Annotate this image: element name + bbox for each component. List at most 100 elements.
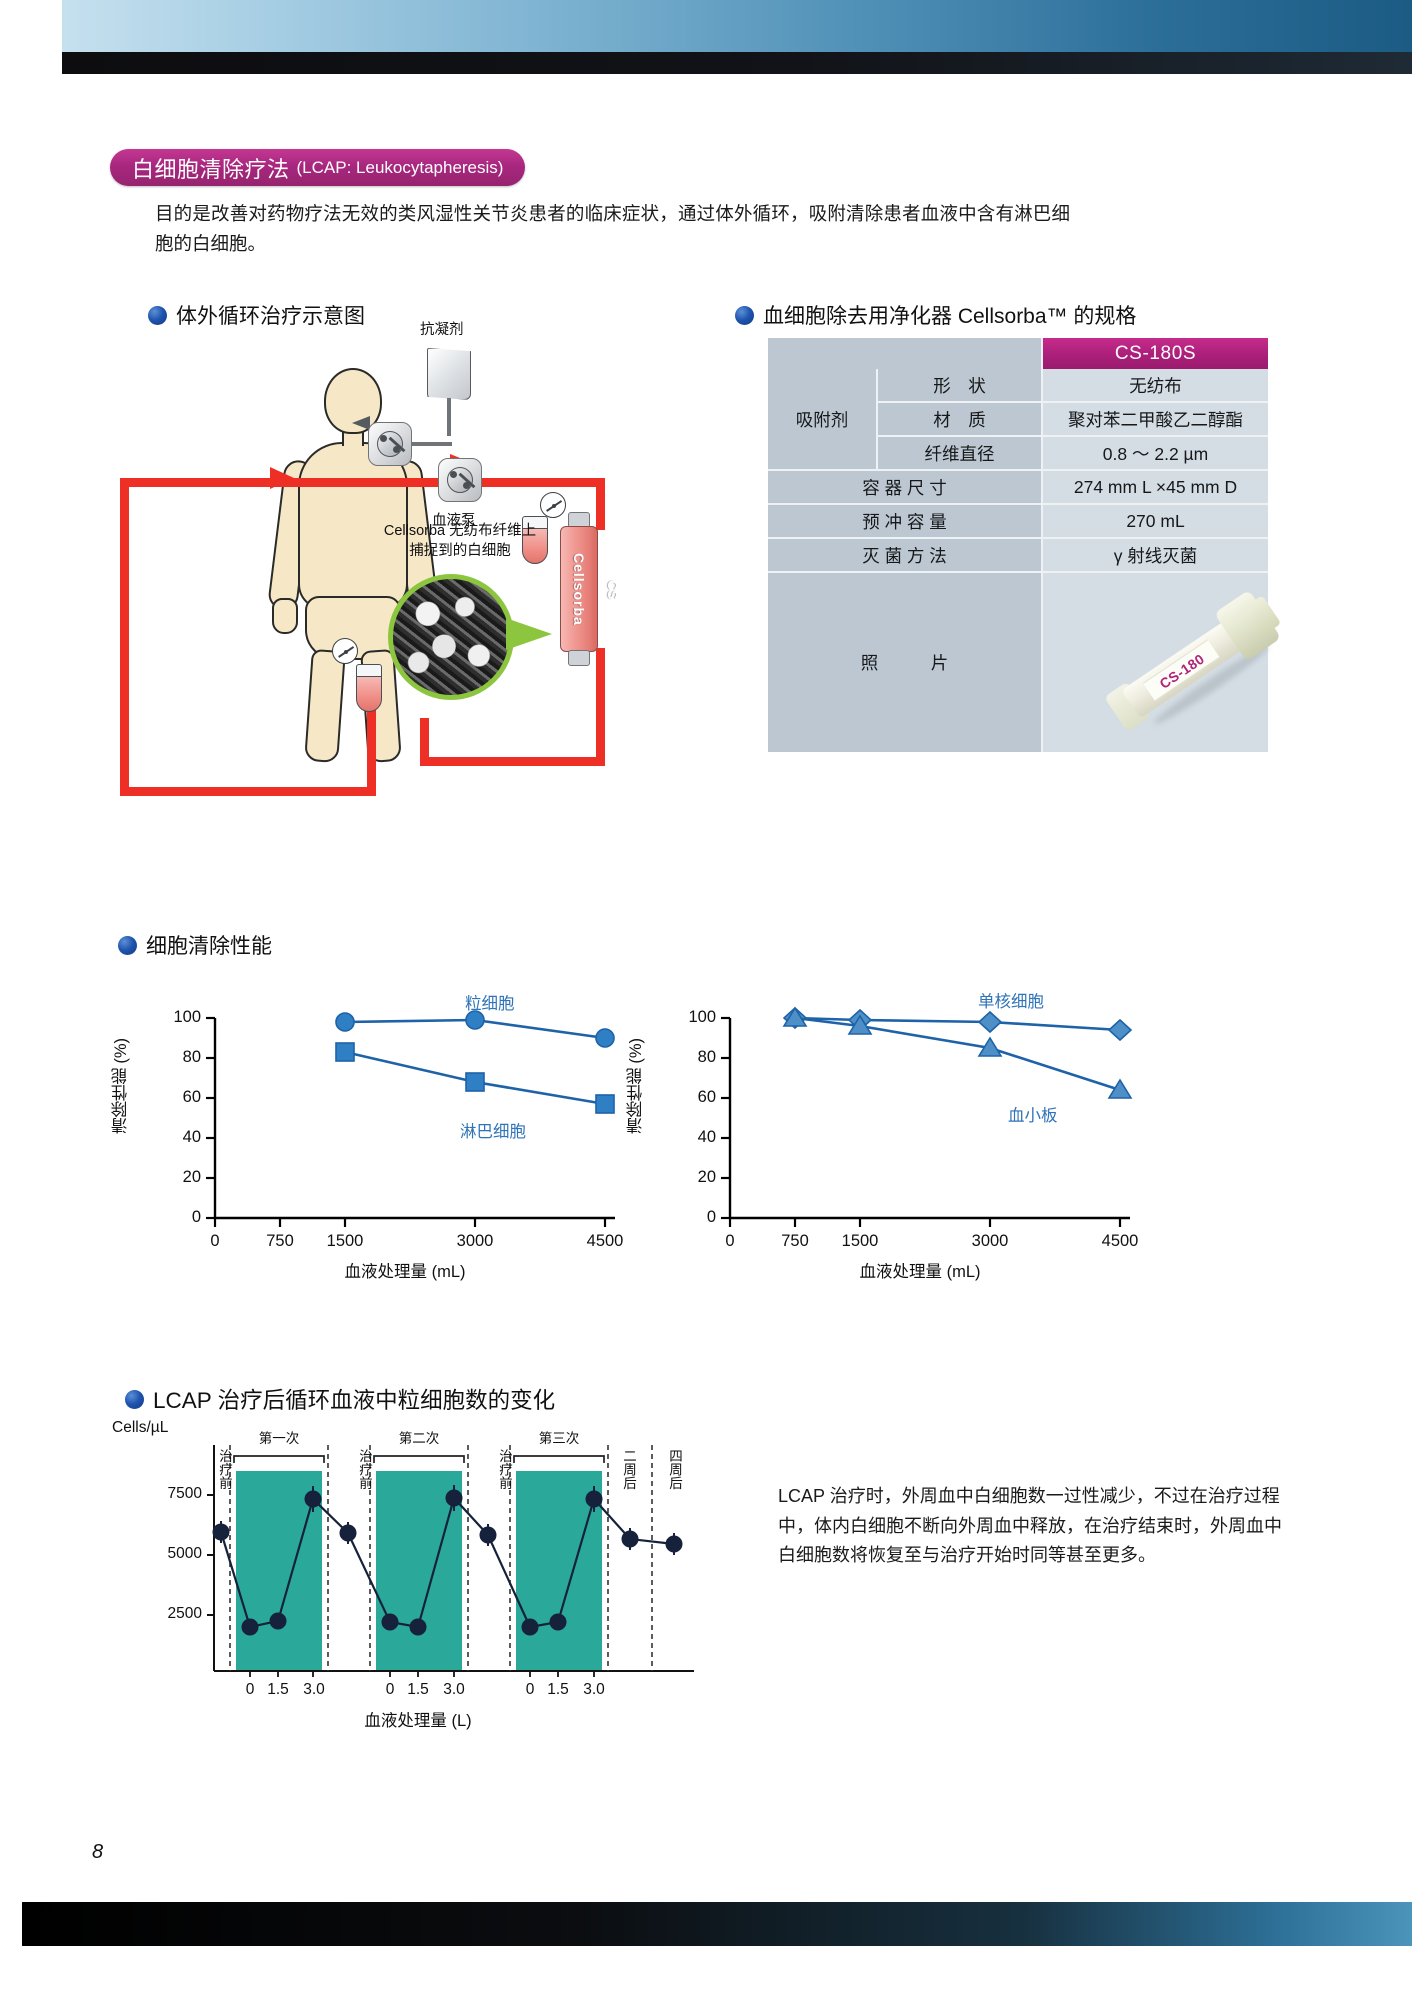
lcap-description-paragraph: LCAP 治疗时，外周血中白细胞数一过性减少，不过在治疗过程中，体内白细胞不断向… — [778, 1486, 1282, 1566]
top-banner-edge — [0, 74, 1412, 84]
page-title-en: (LCAP: Leukocytapheresis) — [296, 157, 504, 177]
bullet-icon — [735, 305, 754, 325]
cell-row-value: 无纺布 — [1043, 369, 1268, 403]
table-row: 纤维直径 0.8 〜 2.2 µm — [768, 437, 1268, 471]
y-tick-label: 60 — [182, 1088, 201, 1106]
flow-arrow-anticoag-icon — [352, 416, 370, 430]
x-tick-label: 3000 — [456, 1232, 494, 1250]
table-header-row: CS-180S — [768, 338, 1268, 369]
y-tick-label: 20 — [182, 1168, 201, 1186]
pre-treatment-label-3: 治疗前 — [497, 1449, 512, 1490]
blood-pump-icon — [438, 458, 482, 502]
cell-photo-label: 照 片 — [768, 573, 1043, 752]
table-row: 预 冲 容 量 270 mL — [768, 505, 1268, 539]
bullet-icon — [118, 935, 137, 955]
x-tick-label: 1.5 — [267, 1681, 289, 1698]
cartridge-photo-image: CS-180 — [1077, 557, 1305, 774]
extracorporeal-circulation-diagram: 抗凝剂 血液泵 Cellsorba CS Cellsorba 无纺布纤维上 捕捉… — [120, 322, 740, 890]
followup-label-4w: 四周后 — [667, 1449, 682, 1490]
pre-treatment-label-1: 治疗前 — [217, 1449, 232, 1490]
chart-right-svg — [721, 1006, 1133, 1227]
cell-row-value: 0.8 〜 2.2 µm — [1043, 437, 1268, 471]
followup-label-2w: 二周后 — [621, 1449, 636, 1490]
cell-row-label: 灭 菌 方 法 — [768, 539, 1043, 573]
tube-return-top — [120, 478, 312, 487]
table-row: 灭 菌 方 法 γ 射线灭菌 — [768, 539, 1268, 573]
x-tick-label: 0 — [245, 1681, 255, 1698]
session-label-2: 第二次 — [398, 1431, 440, 1446]
x-tick-label: 1.5 — [547, 1681, 569, 1698]
x-tick-label: 1.5 — [407, 1681, 429, 1698]
x-tick-label: 4500 — [586, 1232, 624, 1250]
session-label-1: 第一次 — [258, 1431, 300, 1446]
filter-label-model: CS — [605, 580, 621, 600]
cell-row-value: 270 mL — [1043, 505, 1268, 539]
session-label-3: 第三次 — [538, 1431, 580, 1446]
cell-row-value: 274 mm L ×45 mm D — [1043, 471, 1268, 505]
table-row: 容 器 尺 寸 274 mm L ×45 mm D — [768, 471, 1268, 505]
cell-row-value: γ 射线灭菌 — [1043, 539, 1268, 573]
x-tick-label: 3.0 — [443, 1681, 465, 1698]
table-row: 吸附剂 形 状 无纺布 — [768, 369, 1268, 471]
page-title-cn: 白细胞清除疗法 — [132, 156, 290, 182]
chart-left-svg — [206, 1010, 615, 1227]
sem-caption-line1: Cellsorba 无纺布纤维上 — [383, 523, 537, 539]
tube-drip-link — [420, 718, 429, 762]
series-label-granulocyte: 粒细胞 — [465, 995, 515, 1013]
cell-row-label: 形 状 — [878, 369, 1043, 403]
y-tick-label: 80 — [182, 1048, 201, 1066]
tube-return-left — [120, 478, 129, 796]
y-tick-label: 5000 — [167, 1545, 202, 1562]
x-tick-label: 0 — [525, 1681, 535, 1698]
filter-cap-bottom — [568, 650, 590, 666]
series-label-platelet: 血小板 — [1008, 1107, 1058, 1125]
x-axis-title: 血液处理量 (L) — [364, 1712, 472, 1730]
anticoagulant-label: 抗凝剂 — [420, 322, 464, 338]
x-tick-label: 4500 — [1101, 1232, 1139, 1250]
y-tick-label: 40 — [182, 1128, 201, 1146]
section-heading-spec: 血细胞除去用净化器 Cellsorba™ 的规格 — [735, 300, 1136, 330]
x-tick-label: 3.0 — [583, 1681, 605, 1698]
y-tick-label: 100 — [688, 1008, 716, 1026]
anticoag-line — [447, 398, 451, 436]
tube-return-bottom — [120, 787, 376, 796]
cell-group-label: 吸附剂 — [768, 369, 878, 471]
tube-to-drip-bottom — [367, 704, 376, 796]
cell-row-label: 容 器 尺 寸 — [768, 471, 1043, 505]
blood-pump-label: 血液泵 — [432, 513, 476, 529]
x-tick-label: 0 — [210, 1232, 220, 1250]
drip-chamber-lower-icon — [356, 664, 382, 714]
bullet-icon — [125, 1389, 144, 1409]
y-axis-title: 清除性能 (%) — [112, 1038, 130, 1135]
y-tick-label: 20 — [697, 1168, 716, 1186]
tube-to-filter-top — [596, 478, 605, 530]
cell-row-value: 聚对苯二甲酸乙二醇酯 — [1043, 403, 1268, 437]
anticoagulant-pump-icon — [368, 422, 412, 466]
section-heading-lcap-label: LCAP 治疗后循环血液中粒细胞数的变化 — [153, 1388, 556, 1413]
series-label-lymphocyte: 淋巴细胞 — [460, 1123, 526, 1141]
anticoag-pump-line — [412, 442, 452, 446]
pressure-gauge-upper-icon — [540, 492, 566, 518]
y-axis-title: 清除性能 (%) — [627, 1038, 645, 1135]
sem-caption-line2: 捕捉到的白细胞 — [409, 542, 511, 559]
chart-cell-removal-right: 100 80 60 40 20 0 0 750 1500 3000 4500 清… — [627, 993, 1140, 1300]
top-banner-notch — [0, 0, 62, 78]
y-tick-label: 2500 — [167, 1605, 202, 1622]
y-tick-label: 7500 — [167, 1485, 202, 1502]
table-row: 材 质 聚对苯二甲酸乙二醇酯 — [768, 403, 1268, 437]
x-axis-title: 血液处理量 (mL) — [344, 1263, 466, 1281]
y-tick-label: 0 — [191, 1208, 201, 1226]
flow-arrow-right-icon — [270, 467, 294, 489]
x-tick-label: 750 — [781, 1232, 809, 1250]
anticoagulant-bag-icon — [427, 348, 471, 400]
sem-micrograph-image — [388, 574, 514, 700]
intro-paragraph: 目的是改善对药物疗法无效的类风湿性关节炎患者的临床症状，通过体外循环，吸附清除患… — [155, 203, 1070, 254]
x-tick-label: 750 — [266, 1232, 294, 1250]
section-heading-performance: 细胞清除性能 — [118, 930, 272, 960]
cell-photo-value: CS-180 — [1043, 573, 1282, 752]
series-label-monocyte: 单核细胞 — [978, 993, 1044, 1011]
x-tick-label: 0 — [725, 1232, 735, 1250]
x-tick-label: 3.0 — [303, 1681, 325, 1698]
pre-treatment-label-2: 治疗前 — [357, 1449, 372, 1490]
x-tick-label: 0 — [385, 1681, 395, 1698]
